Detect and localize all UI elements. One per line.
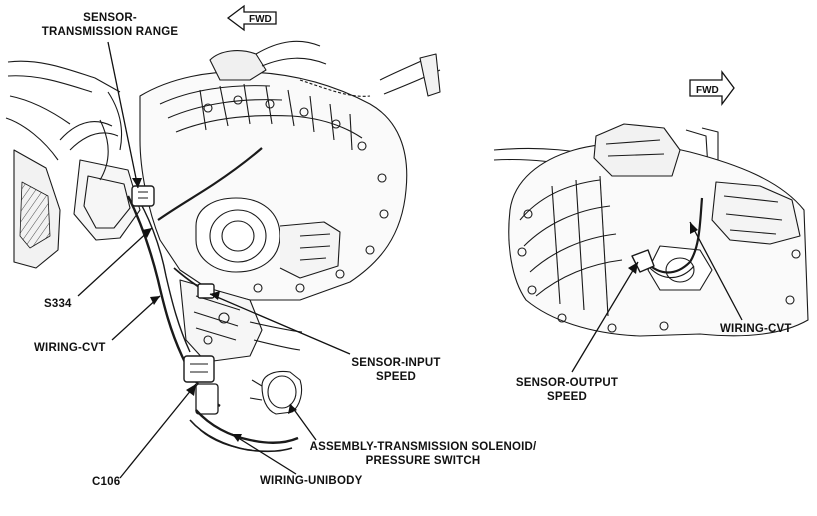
label-wiring-cvt-left: WIRING-CVT	[34, 342, 106, 354]
fwd-arrow-left: FWD	[226, 4, 277, 32]
label-sensor-output-speed: SENSOR-OUTPUT SPEED	[512, 376, 622, 404]
label-sensor-output-speed-line2: SPEED	[547, 391, 587, 403]
leader-arrowheads	[132, 178, 698, 442]
fwd-arrow-right-label: FWD	[696, 85, 719, 96]
label-s334: S334	[44, 298, 72, 310]
label-sensor-transmission-range: SENSOR- TRANSMISSION RANGE	[30, 11, 190, 39]
label-sensor-input-speed: SENSOR-INPUT SPEED	[346, 356, 446, 384]
label-wiring-cvt-right: WIRING-CVT	[720, 323, 792, 335]
right-transmission-assembly	[493, 123, 809, 337]
left-transmission-assembly	[5, 40, 441, 453]
fwd-arrow-right: FWD	[689, 70, 735, 106]
label-wiring-unibody: WIRING-UNIBODY	[260, 475, 363, 487]
label-sensor-output-speed-line1: SENSOR-OUTPUT	[515, 377, 619, 389]
label-assembly-transmission-solenoid: ASSEMBLY-TRANSMISSION SOLENOID/ PRESSURE…	[298, 440, 548, 468]
label-c106: C106	[92, 476, 121, 488]
label-sensor-input-speed-line1: SENSOR-INPUT	[351, 357, 441, 369]
leader-lines	[77, 41, 743, 479]
label-sensor-transmission-range-line2: TRANSMISSION RANGE	[41, 26, 179, 38]
label-sensor-input-speed-line2: SPEED	[376, 371, 416, 383]
label-sensor-transmission-range-line1: SENSOR-	[83, 12, 137, 24]
label-assembly-transmission-solenoid-line2: PRESSURE SWITCH	[365, 455, 481, 467]
label-assembly-transmission-solenoid-line1: ASSEMBLY-TRANSMISSION SOLENOID/	[309, 441, 537, 453]
fwd-arrow-left-label: FWD	[249, 14, 272, 25]
